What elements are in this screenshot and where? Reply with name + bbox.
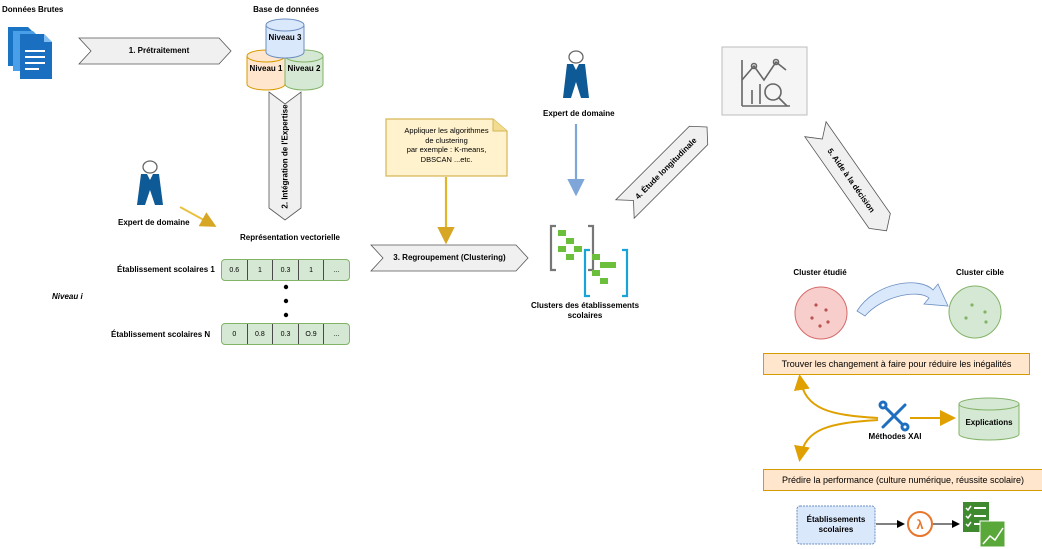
level-i-label: Niveau i [52,292,83,301]
database-title: Base de données [253,5,319,14]
note-box [385,118,508,177]
lambda-icon: λ [907,511,933,537]
schools-label-line: scolaires [818,525,854,534]
rowN-cell: 0.8 [248,324,274,344]
database-level2: Niveau 2 [287,64,321,73]
raw-data-label: Données Brutes [2,5,64,14]
target-cluster-circle [948,285,1002,339]
explanations-label: Explications [965,418,1013,427]
analytics-magnifier-icon [741,58,790,107]
row1-vector: 0.6 1 0.3 1 ... [221,259,350,281]
row1-cell: 1 [299,260,325,280]
row1-cell: 0.6 [222,260,248,280]
expertise-arrow [268,91,302,221]
expert-center-label: Expert de domaine [543,109,615,118]
schools-label-line: Établissements [806,515,866,524]
rowN-vector: 0 0.8 0.3 O.9 ... [221,323,350,345]
schools-box [796,505,876,545]
database-level1: Niveau 1 [249,64,283,73]
xai-to-find-changes-curve [793,374,879,419]
rowN-cell: 0.3 [273,324,299,344]
rowN-cell: 0 [222,324,248,344]
note-text: Appliquer les algorithmes de clustering … [386,126,507,164]
row1-label: Établissement scolaires 1 [117,265,215,274]
database-level3: Niveau 3 [268,33,302,42]
expert-left-pointer [179,206,217,227]
studied-cluster-circle [794,286,848,340]
clusters-label-line: scolaires [567,311,603,320]
note-line: DBSCAN ...etc. [420,154,473,164]
xai-to-predict-curve [794,419,879,462]
explanations-database [958,397,1020,441]
xai-tools-icon [878,400,910,432]
preprocessing-label: 1. Prétraitement [128,46,190,55]
checklist-chart-icon [963,502,1006,548]
rowN-label: Établissement scolaires N [111,330,211,339]
clusters-label-line: Clusters des établissements [530,301,640,310]
cluster-transition-arrow [856,282,949,317]
longitudinal-arrow [614,125,709,220]
expert-left-label: Expert de domaine [118,218,190,227]
clustering-label: 3. Regroupement (Clustering) [393,253,506,262]
clusters-label: Clusters des établissements scolaires [520,301,650,321]
expert-left-icon [137,160,163,205]
studied-cluster-label: Cluster étudié [793,268,847,277]
xai-methods-label: Méthodes XAI [868,432,922,441]
row1-cell: 0.3 [273,260,299,280]
preprocessing-arrow [78,37,232,65]
clustering-arrow [370,244,529,272]
row1-cell: 1 [248,260,274,280]
row1-cell: ... [333,266,340,274]
ellipsis-dots [283,284,289,318]
documents-icon [8,27,52,79]
note-line: Appliquer les algorithmes [404,126,489,135]
svg-text:λ: λ [916,517,924,532]
expertise-label: 2. Intégration de l'Expertise [280,104,290,209]
rowN-cell: ... [333,330,340,338]
expert-center-icon [563,50,589,98]
note-line: de clustering [425,135,468,145]
decision-arrow [803,120,891,232]
find-changes-box: Trouver les changement à faire pour rédu… [763,353,1030,375]
note-line: par exemple : K-means, [406,145,487,154]
database-icon [246,18,324,91]
vector-title: Représentation vectorielle [239,233,341,242]
clusters-icon [549,224,629,298]
analysis-box [721,46,808,116]
rowN-cell: O.9 [299,324,325,344]
target-cluster-label: Cluster cible [955,268,1004,277]
predict-box: Prédire la performance (culture numériqu… [763,469,1042,491]
schools-label: Établissements scolaires [797,515,875,535]
